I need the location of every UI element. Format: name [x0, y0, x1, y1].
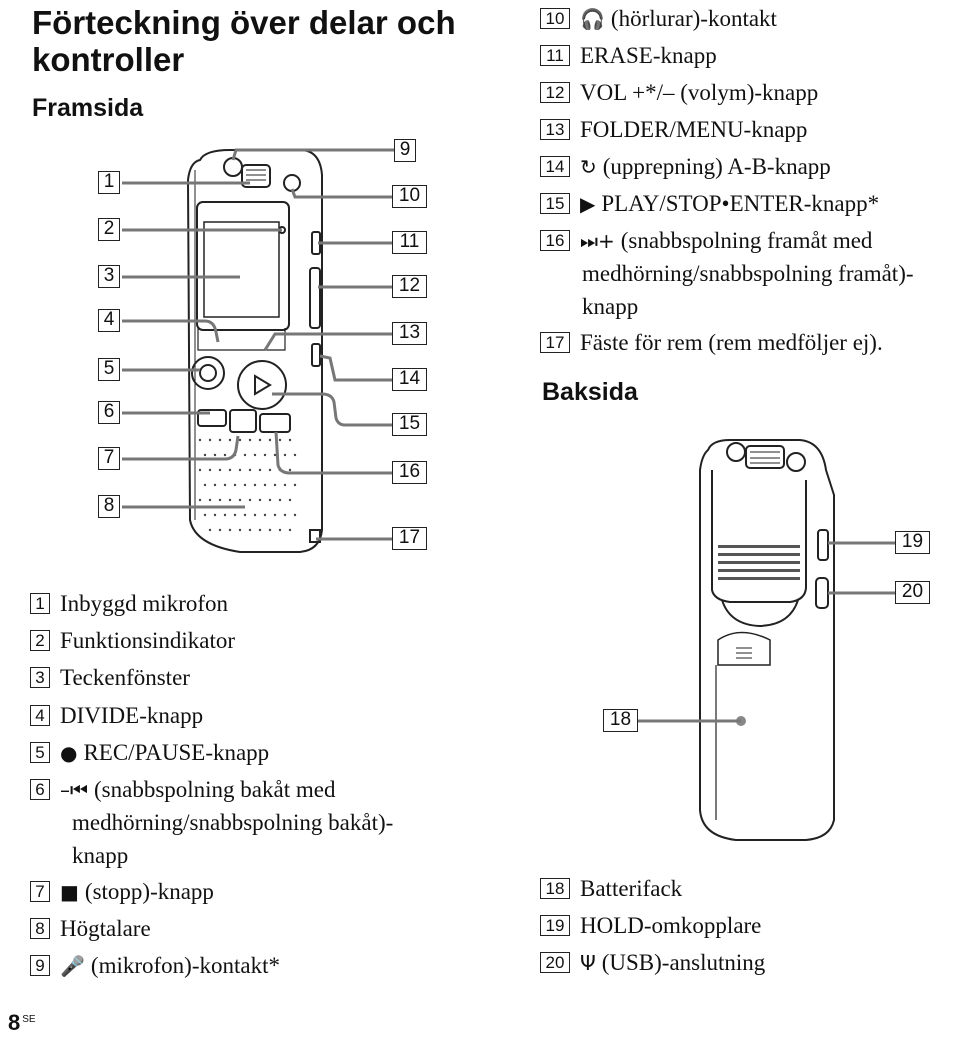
list-item: 15▶PLAY/STOP•ENTER-knapp*	[540, 188, 879, 220]
mic-jack-shape	[223, 157, 243, 177]
rec-button-shape	[191, 356, 225, 390]
front-body-outline	[186, 149, 323, 553]
headphone-jack-shape	[283, 174, 301, 192]
callout-6: 6	[98, 401, 120, 424]
list-item-continuation: knapp	[72, 843, 129, 868]
callout-13: 13	[392, 322, 427, 345]
display-frame-shape	[196, 201, 290, 331]
callout-11: 11	[392, 231, 427, 254]
list-item-continuation: knapp	[582, 294, 639, 319]
list-item: 7■(stopp)-knapp	[30, 876, 214, 908]
list-item: 10🎧(hörlurar)-kontakt	[540, 3, 777, 35]
front-heading: Framsida	[32, 94, 144, 122]
callout-8: 8	[98, 495, 120, 518]
callout-9: 9	[394, 139, 416, 162]
callout-10: 10	[392, 185, 427, 208]
display-window-shape	[203, 221, 280, 318]
page-title: Förteckning över delar och kontroller	[32, 4, 456, 78]
list-item: 14↻(upprepning) A-B-knapp	[540, 151, 831, 183]
play-icon: ▶	[580, 192, 596, 216]
back-device-illustration	[699, 439, 835, 841]
rewind-icon: –⏮	[60, 778, 88, 802]
microphone-icon: 🎤	[60, 954, 85, 978]
callout-12: 12	[392, 275, 427, 298]
callout-3: 3	[98, 265, 120, 288]
repeat-icon: ↻	[580, 155, 597, 179]
list-item: 6–⏮(snabbspolning bakåt med	[30, 774, 335, 806]
usb-icon: Ψ	[580, 951, 596, 975]
headphones-icon: 🎧	[580, 7, 605, 31]
callout-14: 14	[392, 368, 427, 391]
callout-4: 4	[98, 309, 120, 332]
back-leader-lines	[636, 541, 895, 723]
list-item: 9🎤(mikrofon)-kontakt*	[30, 950, 280, 982]
callout-15: 15	[392, 413, 427, 436]
callout-7: 7	[98, 447, 120, 470]
callout-1: 1	[98, 171, 120, 194]
back-heading: Baksida	[542, 378, 638, 406]
callout-18: 18	[603, 709, 638, 732]
back-grille-shape	[718, 545, 800, 580]
callout-19: 19	[895, 531, 930, 554]
record-dot-icon: ●	[60, 741, 78, 765]
list-item-continuation: medhörning/snabbspolning framåt)-	[582, 261, 914, 286]
list-item: 16⏭+(snabbspolning framåt med	[540, 225, 872, 257]
callout-17: 17	[392, 527, 427, 550]
list-item: 5●REC/PAUSE-knapp	[30, 737, 269, 769]
list-item-continuation: medhörning/snabbspolning bakåt)-	[72, 810, 394, 835]
speaker-grille-shape	[198, 438, 297, 532]
callout-5: 5	[98, 358, 120, 381]
play-button-shape	[237, 360, 287, 410]
fast-forward-icon: ⏭+	[580, 229, 615, 253]
callout-20: 20	[895, 581, 930, 604]
built-in-mic-shape	[241, 164, 271, 188]
callout-16: 16	[392, 461, 427, 484]
callout-2: 2	[98, 218, 120, 241]
stop-icon: ■	[60, 880, 79, 904]
front-leader-lines	[122, 148, 394, 541]
